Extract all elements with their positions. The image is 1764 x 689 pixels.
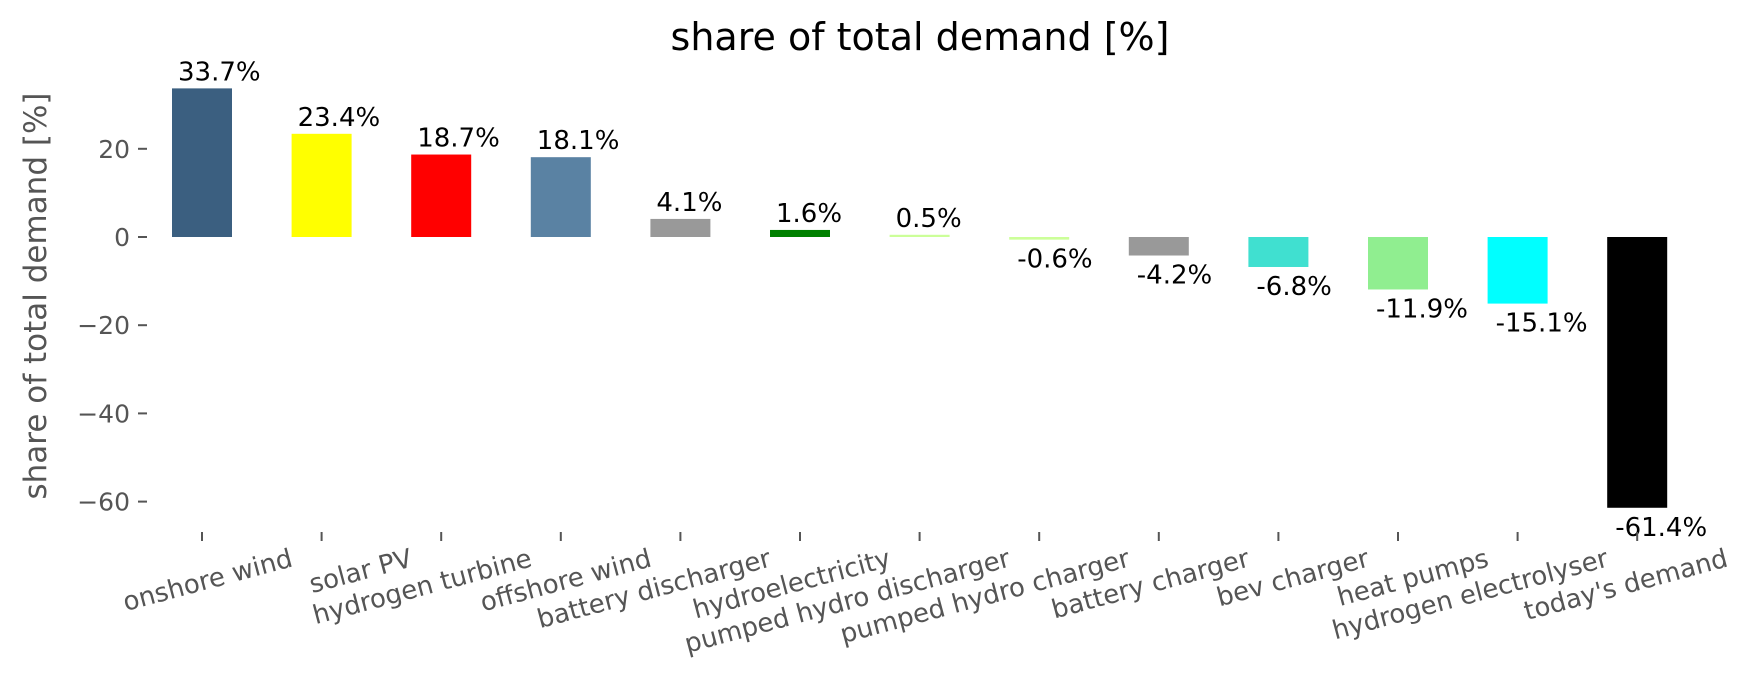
y-tick-label: −60 — [77, 488, 130, 517]
bar-value-label: 18.7% — [417, 124, 500, 154]
bar — [650, 218, 711, 237]
bar-value-label: 4.1% — [656, 188, 722, 218]
bar — [770, 229, 830, 237]
bar — [411, 154, 472, 237]
bar-value-label: -11.9% — [1376, 294, 1468, 324]
bar-value-label: -15.1% — [1496, 309, 1588, 339]
bar-value-label: 33.7% — [178, 57, 261, 87]
bar-value-label: 0.5% — [896, 204, 962, 234]
y-tick-label: −40 — [77, 399, 130, 428]
bar-value-label: -0.6% — [1017, 245, 1092, 275]
y-axis-label: share of total demand [%] — [18, 92, 54, 499]
bar-value-label: -6.8% — [1256, 272, 1331, 302]
bar-value-label: -4.2% — [1137, 261, 1212, 291]
bar — [1009, 237, 1070, 240]
y-tick-label: 0 — [114, 223, 130, 252]
bar-value-label: -61.4% — [1615, 513, 1707, 543]
y-tick-label: 20 — [98, 135, 130, 164]
bars-group: 33.7% 23.4% 18.7% 18.1% 4.1% 1.6% 0.5% -0.6% -4.… — [172, 57, 1707, 543]
bar — [172, 88, 232, 238]
bar — [1128, 237, 1189, 256]
bar — [889, 234, 950, 237]
bar — [291, 133, 352, 237]
bar — [1248, 237, 1309, 267]
bar — [530, 157, 591, 237]
chart-title: share of total demand [%] — [671, 15, 1170, 59]
bar — [1368, 237, 1428, 290]
bar-value-label: 1.6% — [776, 199, 842, 229]
bar — [1487, 237, 1548, 304]
y-tick-label: −20 — [77, 311, 130, 340]
x-tick-label: onshore wind — [120, 544, 296, 618]
bar-value-label: 23.4% — [298, 103, 381, 133]
bar-value-label: 18.1% — [537, 126, 620, 156]
y-axis: 20 0 −20 −40 −60 — [77, 135, 147, 517]
bar — [1607, 237, 1668, 508]
